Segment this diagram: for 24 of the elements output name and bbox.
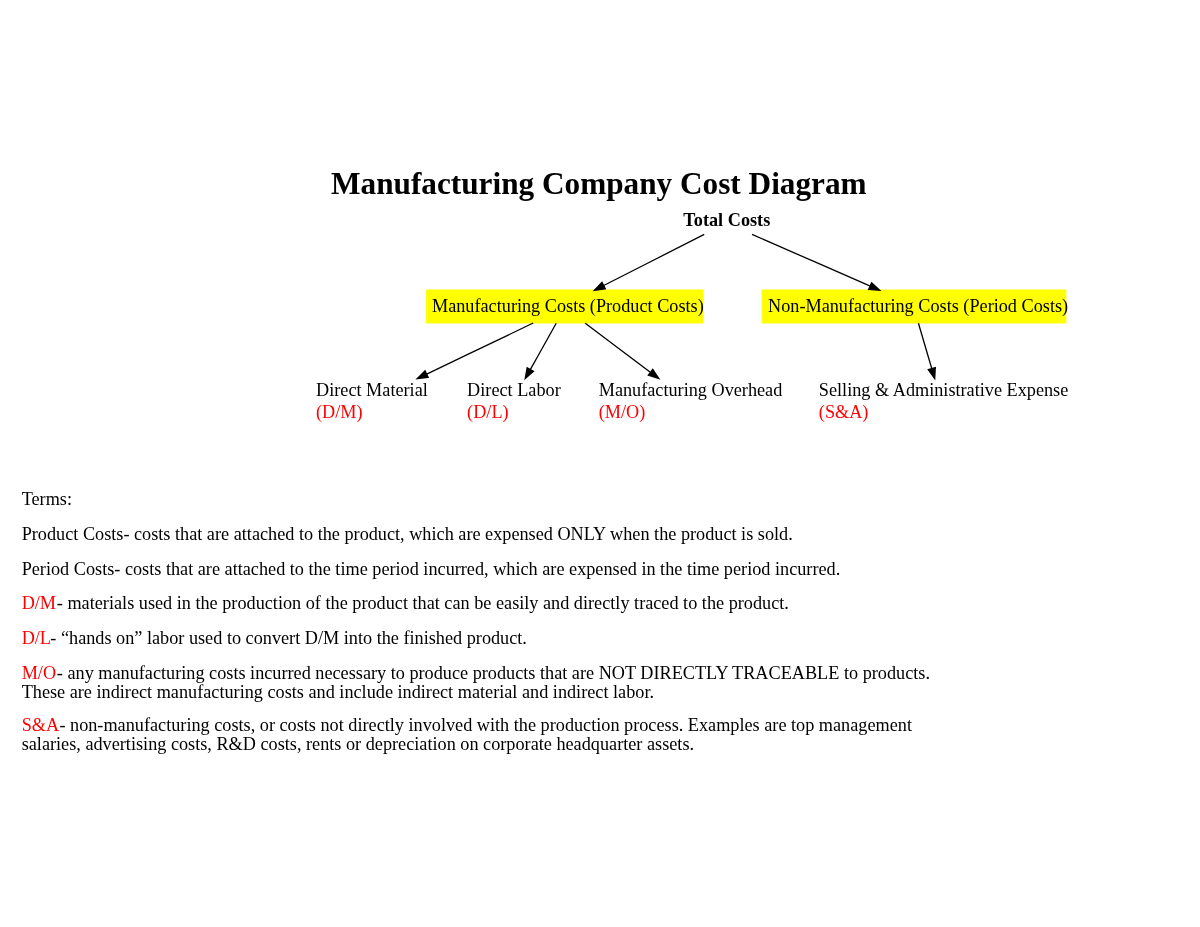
arrow xyxy=(751,233,882,292)
label: M/O xyxy=(21,663,57,684)
node-text: Direct Material (D/M) xyxy=(316,380,428,423)
diagram-title: Manufacturing Company Cost Diagram xyxy=(331,166,867,202)
arrow xyxy=(917,322,936,381)
node-box: Manufacturing Costs (Product Costs) xyxy=(426,289,704,324)
label: Period Costs- costs that are attached to the time period incurred, which are expensed in the time period incurred. xyxy=(21,559,841,580)
arrow xyxy=(584,322,661,380)
label: - non-manufacturing costs, or costs not directly involved with the production process. Examples are top management xyxy=(59,715,912,736)
label: S&A xyxy=(21,715,60,736)
label: - materials used in the production of the product that can be easily and directly traced to the product. xyxy=(56,593,789,613)
label: - “hands on” labor used to convert D/M into the finished product. xyxy=(50,628,527,649)
label: Product Costs- costs that are attached to the product, which are expensed ONLY when the product is sold. xyxy=(21,523,793,544)
label: - any manufacturing costs incurred necessary to produce products that are NOT DIRECTLY TRACEABLE to products. xyxy=(56,663,930,684)
label: D/M xyxy=(21,593,57,613)
node-text: Manufacturing Overhead (M/O) xyxy=(598,380,783,423)
label: Terms: xyxy=(21,488,72,509)
arrow xyxy=(524,322,557,381)
node-text: Selling & Administrative Expense (S&A) xyxy=(818,380,1069,423)
arrow xyxy=(592,233,705,292)
arrow xyxy=(415,322,534,380)
node-text: Direct Labor (D/L) xyxy=(467,380,561,423)
label: D/L xyxy=(21,628,52,649)
node-text: Total Costs xyxy=(683,210,771,231)
